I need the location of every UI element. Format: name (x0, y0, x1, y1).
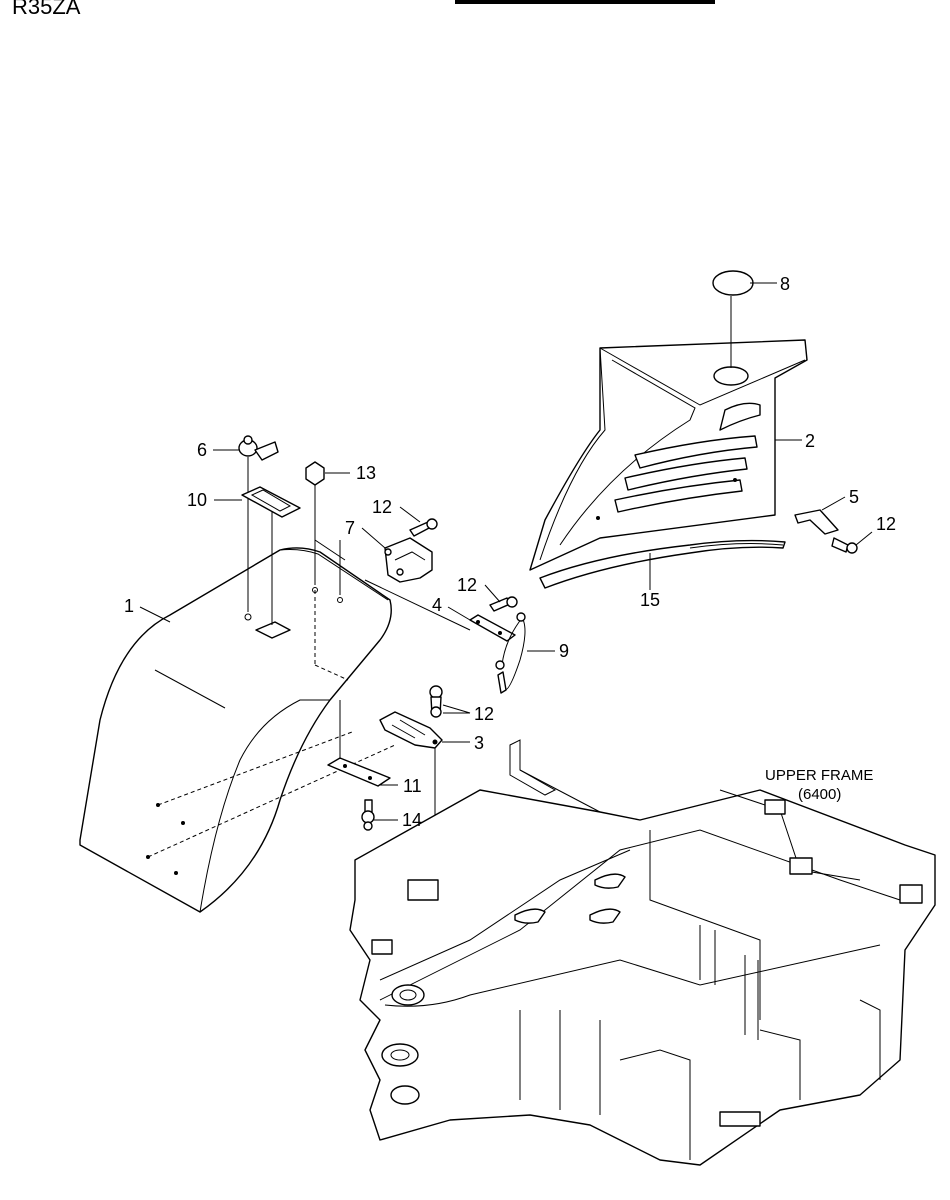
callout-12-latch: 12 (372, 497, 392, 517)
upper-frame-part (349, 739, 936, 1166)
bolt-12-right (831, 537, 858, 554)
header-cut-text (455, 0, 715, 4)
callout-11: 11 (403, 776, 422, 796)
callout-10: 10 (187, 490, 207, 510)
callout-7: 7 (345, 518, 355, 538)
tank-cover-part (79, 547, 392, 913)
side-cover-part (529, 296, 808, 571)
upper-frame-title: UPPER FRAME (765, 767, 873, 784)
callout-13: 13 (356, 463, 376, 483)
callout-9: 9 (559, 641, 569, 661)
bolt-12-latch (409, 518, 438, 537)
clamp-part (794, 509, 839, 535)
striker-plate-part (469, 614, 516, 642)
mounting-guides (147, 457, 471, 875)
callout-15: 15 (640, 590, 660, 610)
leader-lines (139, 282, 873, 821)
callout-8: 8 (780, 274, 790, 294)
callout-6: 6 (197, 440, 207, 460)
model-label: R35ZA (12, 0, 81, 19)
callout-3: 3 (474, 733, 484, 753)
cap-part (712, 270, 754, 296)
seal-strip-part (539, 539, 786, 589)
plate-part (327, 757, 391, 787)
callout-labels: 1 2 3 4 5 6 7 8 9 10 11 12 12 12 12 13 1… (124, 274, 896, 830)
wire-part (495, 612, 526, 694)
bolt-14 (361, 799, 375, 831)
callout-4: 4 (432, 595, 442, 615)
nut-part (305, 461, 325, 486)
callout-12-bracket: 12 (474, 704, 494, 724)
filler-cap-part (238, 435, 279, 461)
latch-part (384, 537, 433, 583)
bolt-12-bracket (429, 685, 443, 718)
callout-5: 5 (849, 487, 859, 507)
strainer-part (241, 486, 301, 518)
bolt-12-plate (489, 596, 518, 612)
callout-12-plate: 12 (457, 575, 477, 595)
callout-2: 2 (805, 431, 815, 451)
callout-12-clamp: 12 (876, 514, 896, 534)
callout-1: 1 (124, 596, 134, 616)
upper-frame-ref: (6400) (798, 786, 841, 803)
callout-14: 14 (402, 810, 422, 830)
hinge-bracket-part (379, 711, 443, 749)
